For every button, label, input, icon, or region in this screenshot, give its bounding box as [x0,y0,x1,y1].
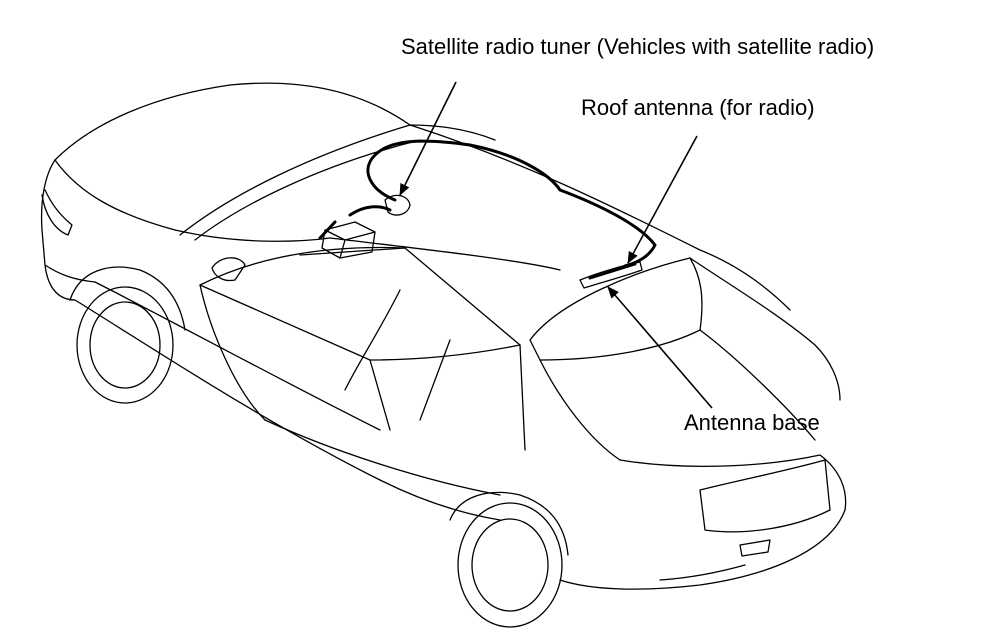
tuner-leader-line [399,81,457,196]
tuner-label: Satellite radio tuner (Vehicles with sat… [401,34,875,59]
antenna-base-leader-line [607,286,713,409]
roof-antenna-leader-line [627,135,698,264]
antenna-cable [366,139,657,268]
car-body [40,82,847,590]
rear-wheel [449,491,569,628]
roof-antenna [579,261,643,289]
front-wheel [69,266,186,404]
antenna-base-label: Antenna base [684,410,820,435]
roof-antenna-label: Roof antenna (for radio) [581,95,815,120]
satellite-radio-tuner [318,194,411,259]
